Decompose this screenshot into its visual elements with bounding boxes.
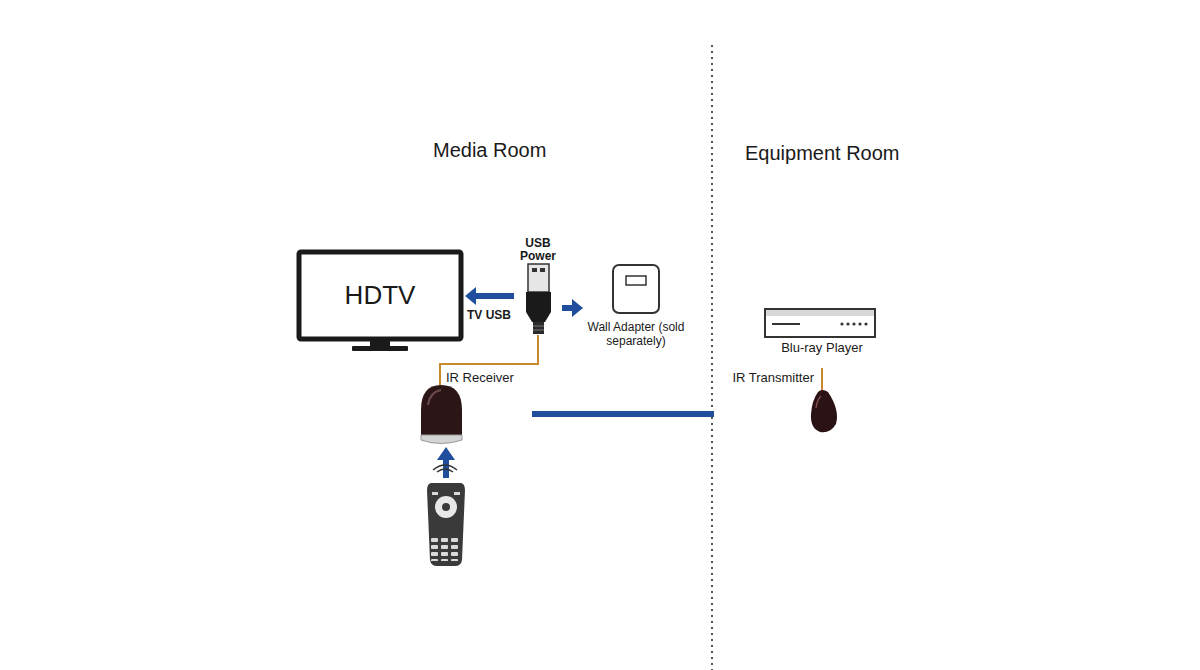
room-title: Media Room [433,139,546,162]
node-label: IR Receiver [446,370,530,385]
arrow-shaft [562,305,573,311]
tv-screen: HDTV [297,250,463,341]
connector [562,299,583,317]
wire [439,368,441,386]
connector [440,335,538,368]
arrow-shaft [475,293,514,299]
usb-plug [526,264,551,334]
edge-label: TV USB [465,308,513,322]
arrow-shaft [532,411,714,417]
usb-plug-node: USB Power [516,235,560,335]
wire [821,368,823,392]
remote-drawing [427,465,465,566]
ir-receiver-drawing [421,385,462,444]
ir-transmitter: IR Transmitter [716,368,834,434]
arrow-head [465,287,476,305]
wall-adapter: Wall Adapter (sold separately) [585,262,687,352]
arrow-head [572,299,583,317]
connector [465,287,514,305]
bluray-player: Blu-ray Player [762,306,882,358]
node-label: USB Power [516,237,560,263]
signal-arrow [437,447,455,478]
ir-cable [440,335,538,368]
bluray-drawing [765,309,875,337]
ir-transmitter-drawing [811,390,837,432]
ir-receiver: IR Receiver [420,368,530,446]
wall-adapter-drawing [613,265,659,313]
node-label: IR Transmitter [716,370,814,385]
connector [532,414,714,415]
room-title: Equipment Room [745,142,900,165]
room-divider [711,45,713,670]
node-label: Wall Adapter (sold separately) [585,320,687,348]
node-label: Blu-ray Player [762,340,882,355]
node-label: HDTV [297,250,463,341]
